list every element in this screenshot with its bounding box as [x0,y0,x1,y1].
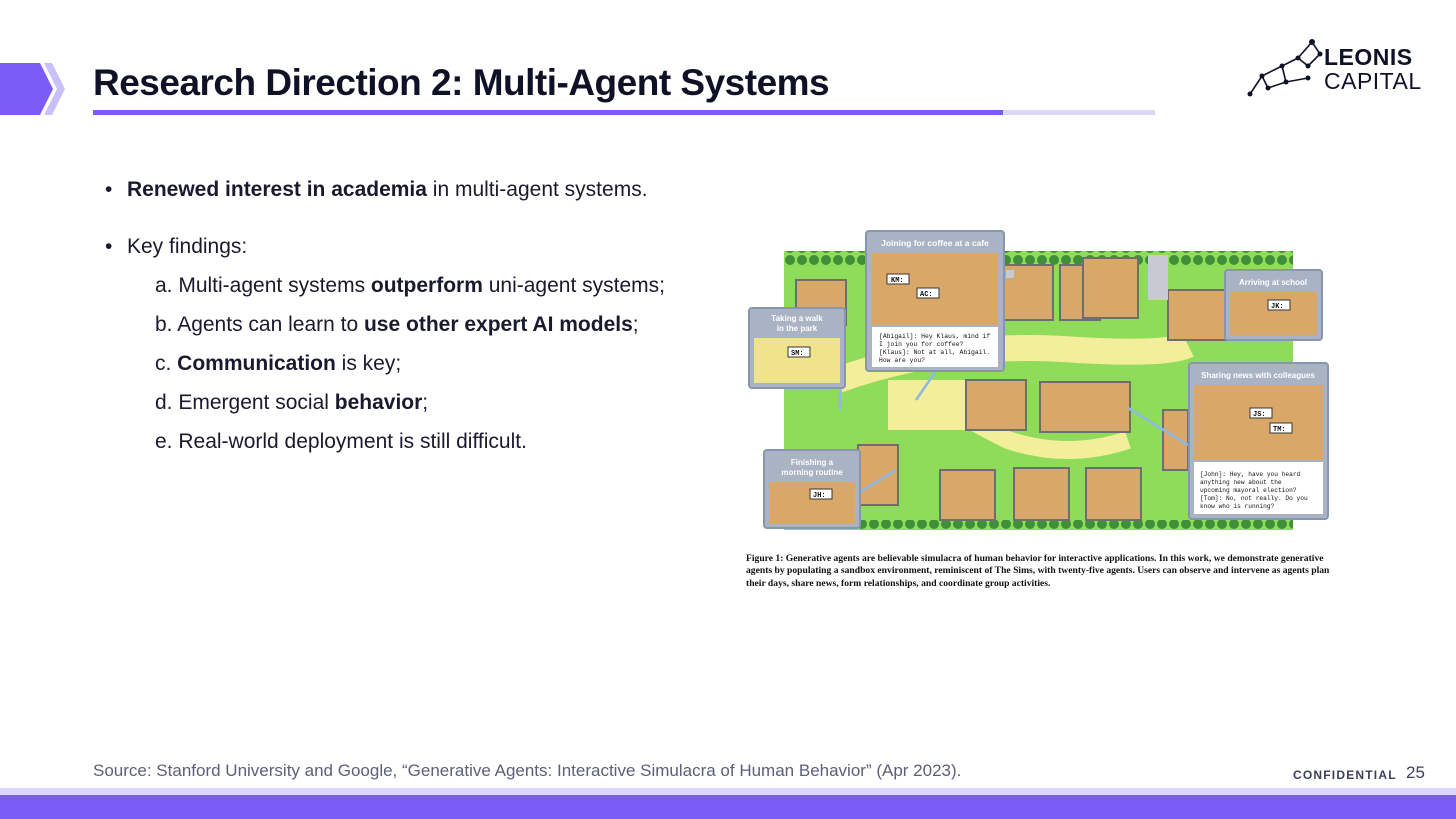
bullet-academia: Renewed interest in academia in multi-ag… [105,176,745,204]
page-number: 25 [1406,763,1425,782]
footer-bar [0,795,1456,819]
cafe-dialog-line: [Abigail]: Hey Klaus, mind if [879,333,990,340]
news-dialog-line: [Tom]: No, not really. Do you [1200,495,1308,502]
tag-sm: SM: [791,350,804,358]
figure-caption: Figure 1: Generative agents are believab… [746,553,1330,589]
cafe-dialog-line: [Klaus]: Not at all, Abigail. [879,349,990,356]
generative-agents-figure: Joining for coffee at a cafe KM: AC: [Ab… [748,230,1329,530]
finding-item: c. Communication is key; [155,352,402,375]
finding-item: e. Real-world deployment is still diffic… [155,430,527,453]
finding-item: a. Multi-agent systems outperform uni-ag… [155,274,665,297]
logo-line2: CAPITAL [1324,68,1422,94]
news-dialog-line: [John]: Hey, have you heard [1200,471,1301,478]
callout-routine: Finishing a [791,458,834,467]
company-logo: LEONIS CAPITAL [1246,36,1426,102]
page-title: Research Direction 2: Multi-Agent System… [93,62,830,103]
finding-item: d. Emergent social behavior; [155,391,429,414]
tag-ac: AC: [920,291,933,299]
bullet-list: Renewed interest in academia in multi-ag… [105,176,745,456]
tag-jk: JK: [1271,303,1284,311]
news-dialog-line: upcoming mayoral election? [1200,487,1297,494]
source-note: Source: Stanford University and Google, … [93,761,962,780]
news-dialog-line: know who is running? [1200,503,1275,510]
news-dialog-line: anything new about the [1200,479,1282,486]
callout-walk: Taking a walk [771,314,823,323]
findings-list: a. Multi-agent systems outperform uni-ag… [127,272,745,456]
finding-item: b. Agents can learn to use other expert … [155,313,639,336]
bullet-text: in multi-agent systems. [426,178,648,201]
title-underline [93,110,1155,115]
cafe-dialog-line: I join you for coffee? [879,341,964,348]
bullet-findings: Key findings: a. Multi-agent systems out… [105,233,745,456]
constellation-icon [1247,39,1323,97]
findings-label: Key findings: [127,235,248,258]
tag-jh: JH: [813,492,826,500]
callout-news: Sharing news with colleagues [1201,371,1315,380]
logo-line1: LEONIS [1324,44,1413,70]
footer-stripe [0,788,1456,795]
tag-js: JS: [1253,411,1266,419]
callout-routine-2: morning routine [781,468,843,477]
callout-walk-2: in the park [777,324,818,333]
tag-tm: TM: [1273,426,1286,434]
bullet-bold: Renewed interest in academia [127,178,427,201]
callout-school: Arriving at school [1239,278,1307,287]
callout-cafe: Joining for coffee at a cafe [881,238,989,248]
cafe-dialog-line: How are you? [879,357,925,364]
section-chevron [0,63,65,115]
tag-km: KM: [891,277,904,285]
confidential-label: CONFIDENTIAL [1293,768,1397,782]
